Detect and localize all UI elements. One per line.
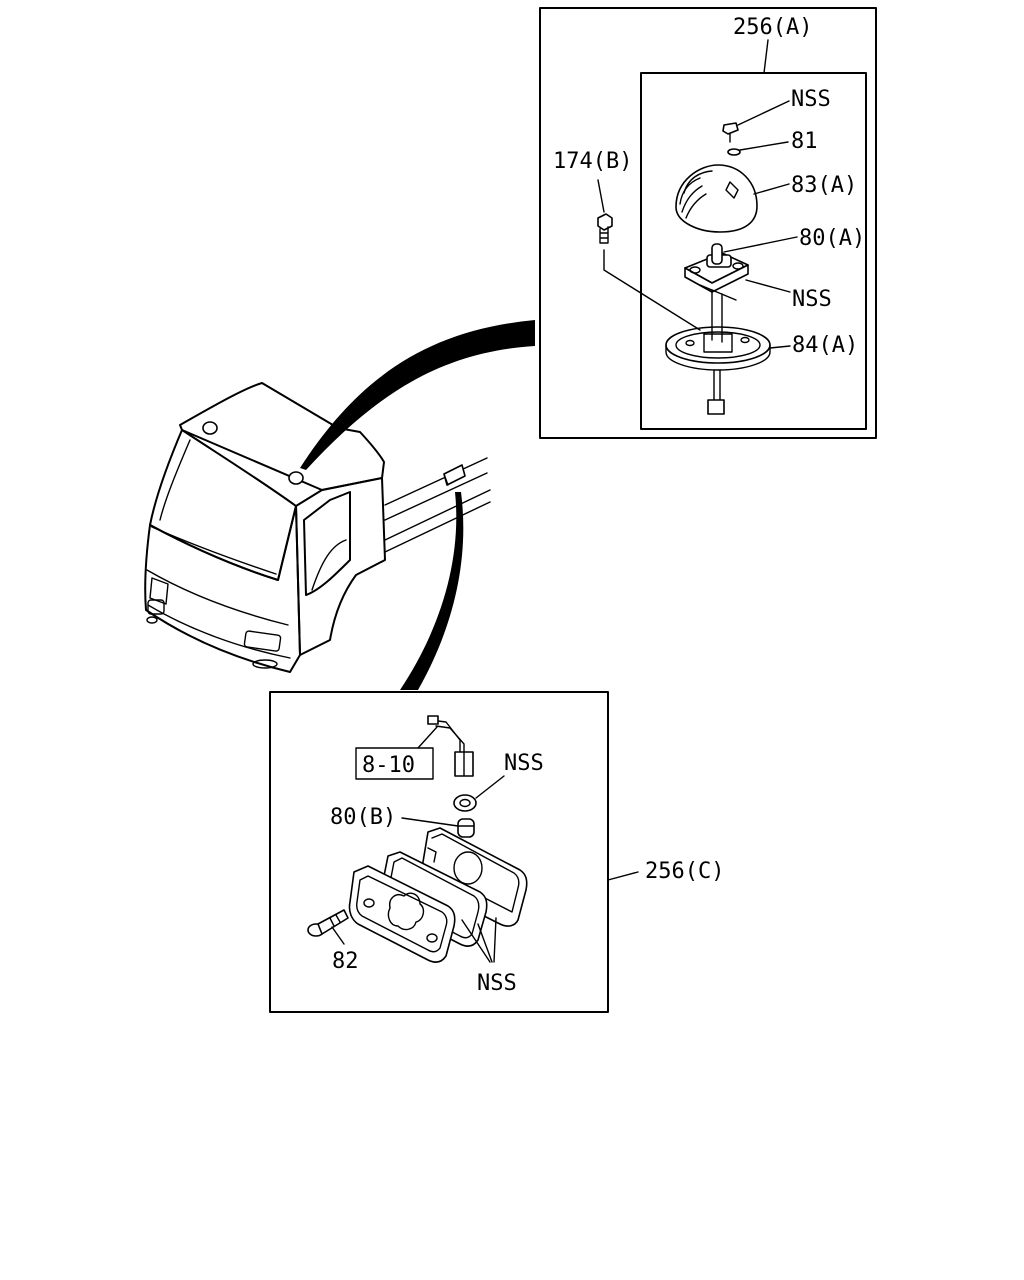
callout-leaders — [300, 320, 535, 690]
dome-lens-part — [675, 164, 758, 233]
roof-bolt-label: 174(B) — [553, 149, 632, 174]
base-part — [665, 289, 771, 415]
washer-part — [727, 148, 741, 156]
gasket-nss-label: NSS — [477, 971, 517, 996]
truck-cab-illustration — [144, 382, 491, 673]
bulb-roof-label: 80(A) — [799, 226, 865, 251]
connector-nss-label: NSS — [504, 751, 544, 776]
harness-connector-part — [427, 715, 474, 777]
side-lens-part — [348, 865, 456, 963]
assembly-roof-label: 256(A) — [733, 15, 812, 40]
screw-label: NSS — [791, 87, 831, 112]
side-bulb-label: 80(B) — [330, 805, 396, 830]
roof-marker-lamp-panel: 256(A) NSS 81 83(A) — [539, 7, 877, 439]
assembly-side-label: 256(C) — [645, 859, 724, 884]
lens-label: 83(A) — [791, 173, 857, 198]
socket-nss-label: NSS — [792, 287, 832, 312]
washer-label: 81 — [791, 129, 818, 154]
grommet-part — [453, 794, 477, 812]
reference-label: 8-10 — [362, 753, 415, 778]
roof-bolt-part — [597, 213, 613, 244]
side-bulb-part — [457, 818, 475, 838]
side-bolt-label: 82 — [332, 949, 359, 974]
screw-part — [722, 122, 739, 143]
reference-box — [355, 747, 434, 780]
side-bolt-part — [307, 909, 349, 937]
bulb-socket-part — [684, 243, 749, 301]
side-marker-lamp-panel: 256(C) 8-10 NSS 80(B) — [269, 691, 724, 1013]
base-label: 84(A) — [792, 333, 858, 358]
